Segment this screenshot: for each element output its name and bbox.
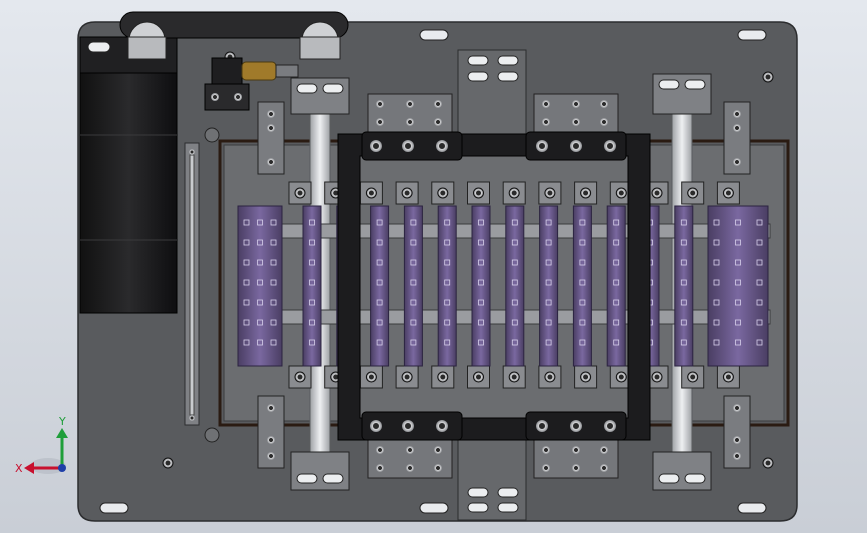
center-strip-slot bbox=[467, 502, 489, 513]
gantry-clamps bbox=[361, 131, 627, 441]
plate-slot bbox=[419, 502, 449, 514]
purple-slat bbox=[707, 205, 769, 367]
center-strip-slot bbox=[497, 55, 519, 66]
center-strip-slot bbox=[467, 71, 489, 82]
purple-slat bbox=[505, 205, 525, 367]
column-bracket-bottom bbox=[288, 365, 312, 389]
column-bracket-top bbox=[395, 181, 419, 205]
side-brackets bbox=[257, 101, 751, 469]
axis-y-arrow bbox=[56, 428, 68, 438]
column-bracket-bottom bbox=[502, 365, 526, 389]
gantry-clamp bbox=[361, 131, 463, 161]
purple-slat bbox=[674, 205, 694, 367]
column-bracket-bottom bbox=[716, 365, 740, 389]
plate-slot bbox=[737, 502, 767, 514]
column-bracket-bottom bbox=[574, 365, 598, 389]
plate-bolt bbox=[762, 71, 774, 83]
axis-z-dot bbox=[58, 464, 66, 472]
plate-hole bbox=[204, 127, 220, 143]
center-strip-slot bbox=[497, 502, 519, 513]
purple-slat bbox=[606, 205, 626, 367]
purple-slat bbox=[572, 205, 592, 367]
column-bracket-top bbox=[538, 181, 562, 205]
column-bracket-top bbox=[716, 181, 740, 205]
column-bracket-bottom bbox=[681, 365, 705, 389]
purple-slat bbox=[370, 205, 390, 367]
gantry-clamp bbox=[525, 411, 627, 441]
purple-slat bbox=[302, 205, 322, 367]
center-strip-slot bbox=[467, 55, 489, 66]
plate-hole bbox=[204, 427, 220, 443]
left-guide-strip bbox=[184, 142, 200, 426]
gantry-clamp bbox=[361, 411, 463, 441]
rail-bearing-blocks bbox=[290, 73, 712, 491]
coordinate-triad: Y X bbox=[15, 415, 68, 475]
servo-motor bbox=[79, 36, 178, 314]
column-bracket-top bbox=[288, 181, 312, 205]
plate-slot bbox=[737, 29, 767, 41]
purple-slat bbox=[437, 205, 457, 367]
column-bracket-bottom bbox=[467, 365, 490, 389]
plate-bolt bbox=[762, 457, 774, 469]
column-bracket-top bbox=[574, 181, 598, 205]
column-bracket-top bbox=[431, 181, 455, 205]
column-bracket-top bbox=[502, 181, 526, 205]
plate-slot bbox=[419, 29, 449, 41]
gantry-clamp bbox=[525, 131, 627, 161]
clamp-unit bbox=[367, 93, 453, 135]
sensor-assembly bbox=[204, 57, 299, 111]
center-strip-slot bbox=[497, 487, 519, 498]
column-bracket-bottom bbox=[645, 365, 669, 389]
column-bracket-top bbox=[609, 181, 633, 205]
column-bracket-bottom bbox=[359, 365, 383, 389]
column-bracket-bottom bbox=[538, 365, 562, 389]
axis-y-label: Y bbox=[58, 415, 66, 428]
column-bracket-bottom bbox=[609, 365, 633, 389]
clamp-unit bbox=[533, 93, 619, 135]
column-bracket-top bbox=[681, 181, 705, 205]
clamp-unit bbox=[533, 437, 619, 479]
column-bracket-top bbox=[467, 181, 490, 205]
column-bracket-bottom bbox=[395, 365, 419, 389]
axis-x-label: X bbox=[15, 462, 23, 475]
plate-slot bbox=[99, 502, 129, 514]
column-bracket-bottom bbox=[431, 365, 455, 389]
clamp-units bbox=[367, 93, 619, 479]
center-strip-slot bbox=[467, 487, 489, 498]
axis-x-arrow bbox=[24, 462, 34, 474]
purple-slat bbox=[237, 205, 283, 367]
column-bracket-top bbox=[359, 181, 383, 205]
purple-slat bbox=[403, 205, 423, 367]
purple-slat bbox=[539, 205, 559, 367]
center-strip-slot bbox=[497, 71, 519, 82]
timing-belt bbox=[119, 11, 349, 60]
plate-bolt bbox=[162, 457, 174, 469]
clamp-unit bbox=[367, 437, 453, 479]
purple-slat bbox=[471, 205, 491, 367]
